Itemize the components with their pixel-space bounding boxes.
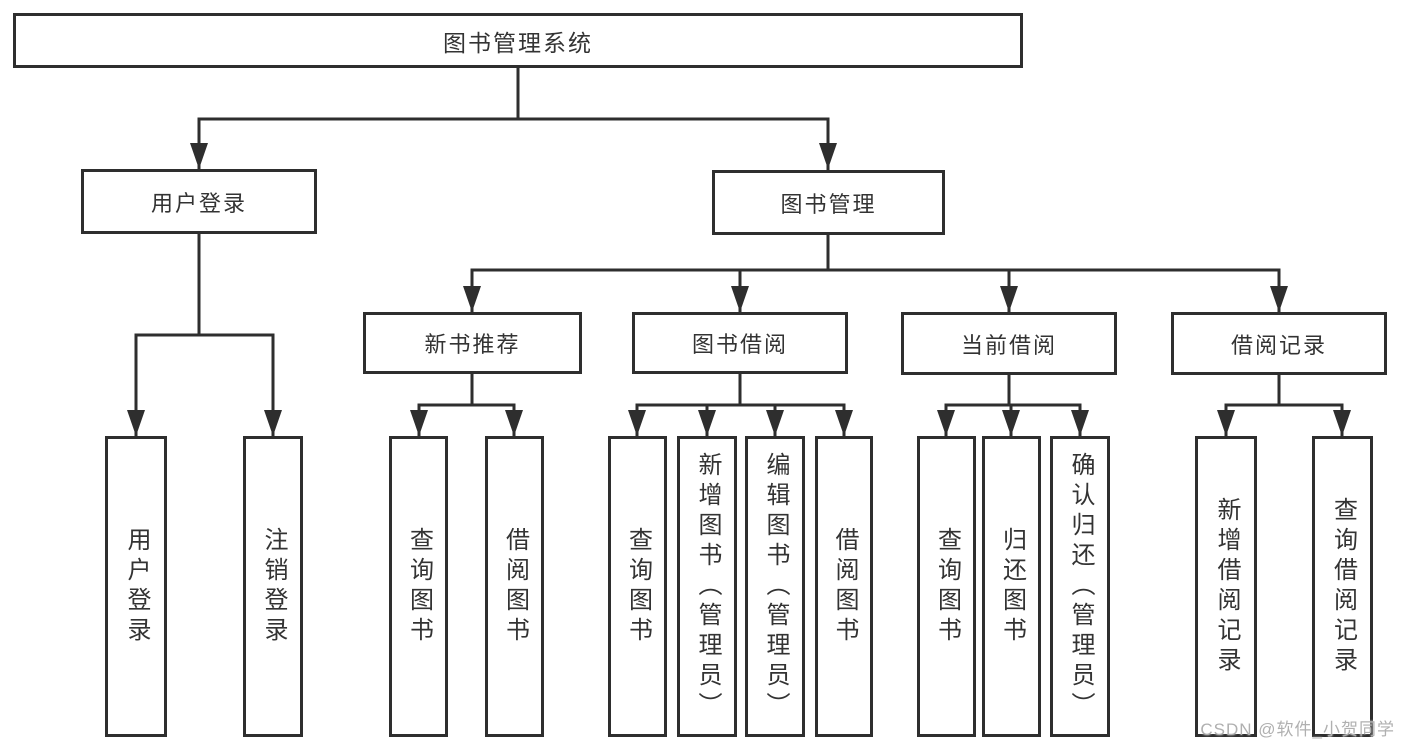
leaf-query-books-borrow-label: 查询图书	[624, 526, 652, 647]
leaf-logout-label: 注销登录	[260, 526, 287, 647]
node-user-login: 用户登录	[81, 169, 317, 234]
leaf-user-login: 用户登录	[105, 436, 167, 737]
connector-book-borrow-to-leaves	[628, 372, 853, 438]
leaf-return-books: 归还图书	[982, 436, 1041, 737]
node-root: 图书管理系统	[13, 13, 1023, 68]
leaf-borrow-books-recommend-label: 借阅图书	[501, 526, 529, 647]
leaf-add-books-admin: 新增图书（管理员）	[677, 436, 737, 737]
node-book-management: 图书管理	[712, 170, 945, 235]
leaf-confirm-return-admin: 确认归还（管理员）	[1050, 436, 1110, 737]
leaf-logout: 注销登录	[243, 436, 303, 737]
leaf-query-borrow-record-label: 查询借阅记录	[1329, 496, 1357, 677]
node-book-borrow: 图书借阅	[632, 312, 848, 374]
leaf-user-login-label: 用户登录	[123, 526, 150, 647]
node-borrow-records: 借阅记录	[1171, 312, 1387, 375]
connector-user-login-to-leaves	[127, 232, 282, 438]
connector-root-to-level2	[190, 66, 837, 171]
leaf-query-borrow-record: 查询借阅记录	[1312, 436, 1373, 737]
node-borrow-records-label: 借阅记录	[1230, 332, 1327, 358]
node-user-login-label: 用户登录	[150, 190, 247, 216]
leaf-add-borrow-record-label: 新增借阅记录	[1213, 496, 1240, 677]
node-book-management-label: 图书管理	[780, 191, 877, 217]
connector-new-book-recommend-to-leaves	[410, 372, 523, 438]
leaf-borrow-books: 借阅图书	[815, 436, 873, 737]
node-current-borrow-label: 当前借阅	[960, 332, 1057, 358]
leaf-confirm-return-admin-label: 确认归还（管理员）	[1067, 451, 1094, 722]
leaf-borrow-books-recommend: 借阅图书	[485, 436, 544, 737]
connector-book-management-to-level3	[463, 233, 1288, 314]
node-new-book-recommend-label: 新书推荐	[424, 332, 521, 357]
leaf-return-books-label: 归还图书	[998, 526, 1026, 647]
leaf-query-books-recommend: 查询图书	[389, 436, 448, 737]
csdn-watermark: CSDN @软件_小贺同学	[1200, 720, 1395, 739]
leaf-query-books-recommend-label: 查询图书	[405, 526, 433, 647]
connector-current-borrow-to-leaves	[937, 373, 1089, 438]
node-root-label: 图书管理系统	[443, 29, 593, 56]
leaf-borrow-books-label: 借阅图书	[831, 526, 858, 647]
connector-borrow-records-to-leaves	[1217, 373, 1351, 438]
leaf-add-borrow-record: 新增借阅记录	[1195, 436, 1257, 737]
leaf-add-books-admin-label: 新增图书（管理员）	[694, 451, 721, 722]
leaf-query-books-borrow: 查询图书	[608, 436, 667, 737]
leaf-edit-books-admin-label: 编辑图书（管理员）	[762, 451, 789, 722]
leaf-query-books-current-label: 查询图书	[933, 526, 961, 647]
leaf-query-books-current: 查询图书	[917, 436, 976, 737]
node-book-borrow-label: 图书借阅	[691, 332, 788, 357]
leaf-edit-books-admin: 编辑图书（管理员）	[745, 436, 805, 737]
node-new-book-recommend: 新书推荐	[363, 312, 582, 374]
node-current-borrow: 当前借阅	[901, 312, 1117, 375]
